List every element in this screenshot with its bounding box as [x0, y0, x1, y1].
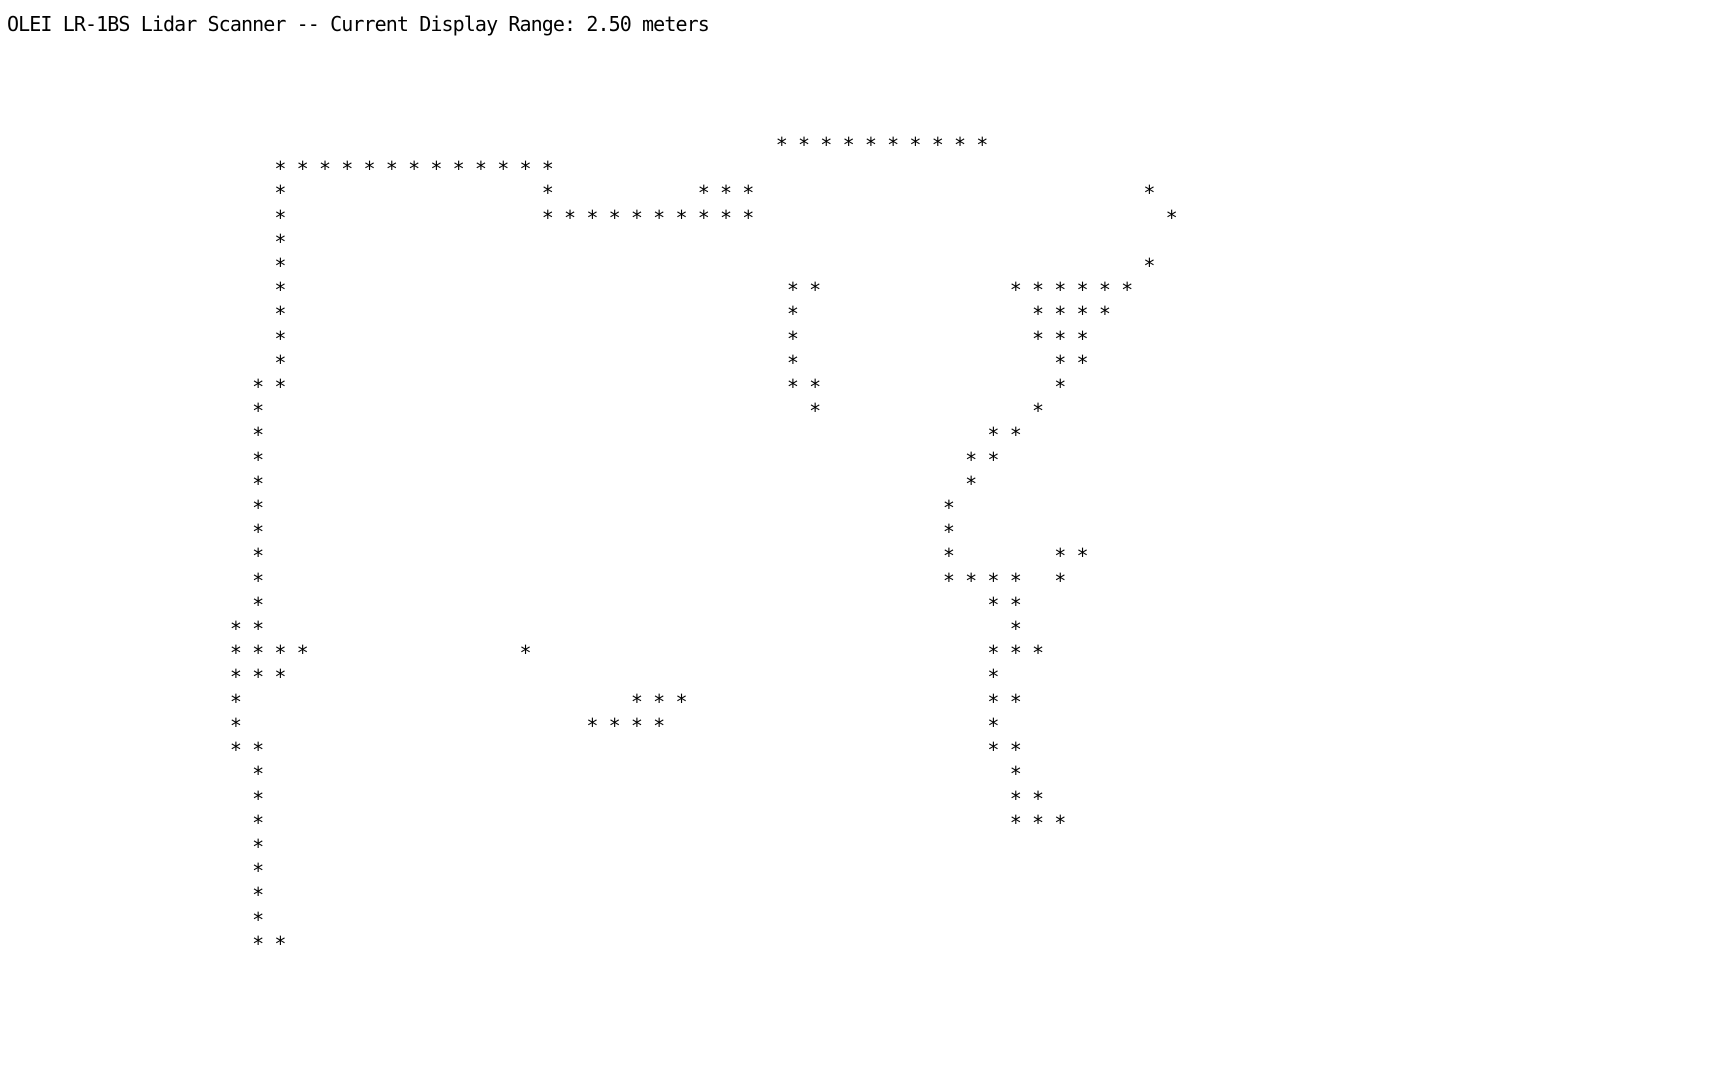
scan-line: * * * [7, 617, 1022, 642]
scan-line: * [7, 834, 264, 859]
scan-line: * * * * * * * * * * [7, 133, 989, 158]
scan-line: * * * * * * [7, 713, 1000, 738]
scan-line: * * * * * * [7, 568, 1066, 593]
scan-line: * * [7, 496, 955, 521]
scan-line: * * * [7, 423, 1022, 448]
scan-line: * * * * [7, 810, 1066, 835]
scan-line: * * * * [7, 544, 1088, 569]
scan-line: * * * [7, 592, 1022, 617]
scan-line: * * [7, 254, 1155, 279]
scan-line: * * * [7, 399, 1044, 424]
scan-line: * [7, 883, 264, 908]
scan-line [7, 36, 1724, 60]
scan-line: * * * * * * [7, 302, 1110, 327]
scan-line: * * * * [7, 350, 1088, 375]
scan-line: * * [7, 762, 1022, 787]
scan-line: * * * [7, 786, 1044, 811]
scan-line: * * * * * * * * [7, 641, 1044, 666]
scan-line [7, 109, 1724, 133]
scan-line: * [7, 859, 264, 884]
scan-line: * * [7, 931, 286, 956]
lidar-scan-display: * * * * * * * * * * * * * * * * * * * * … [7, 36, 1724, 956]
scan-line: * * * * * * * * * * * * [7, 205, 1177, 230]
scan-line: * * [7, 471, 977, 496]
scan-line: * * [7, 520, 955, 545]
scanner-title: OLEI LR-1BS Lidar Scanner -- Current Dis… [7, 12, 710, 36]
scan-line: * * * * * * [7, 689, 1022, 714]
scan-line: * [7, 907, 264, 932]
scan-line: * [7, 229, 286, 254]
scan-line: * * * * * [7, 326, 1088, 351]
scan-line: * * * [7, 447, 999, 472]
scan-line: * * * * * [7, 375, 1066, 400]
scan-line: * * * * * * [7, 181, 1155, 206]
scan-line: * * * * [7, 738, 1022, 763]
scan-line [7, 85, 1724, 109]
scan-line: * * * * * * * * * [7, 278, 1133, 303]
scan-line: * * * * [7, 665, 1000, 690]
scan-line [7, 60, 1724, 84]
scan-line: * * * * * * * * * * * * * [7, 157, 553, 182]
